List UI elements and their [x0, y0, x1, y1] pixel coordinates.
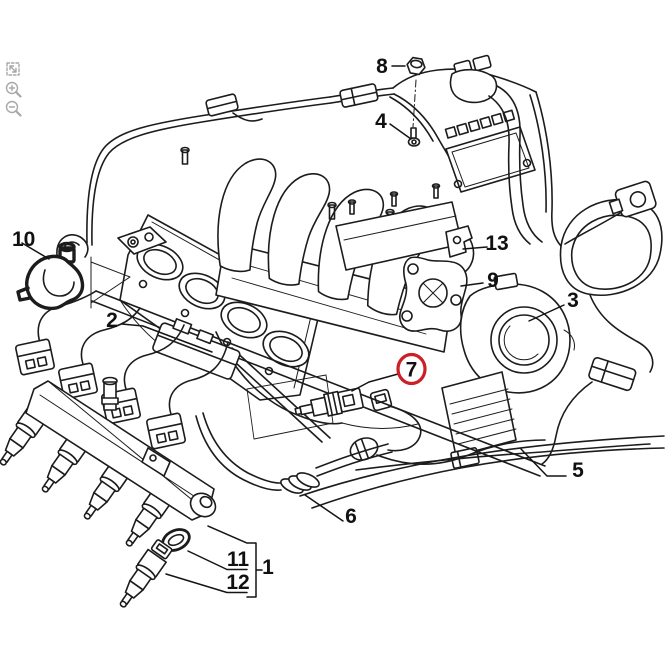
zoom-out-icon[interactable] [5, 100, 22, 117]
svg-text:2[interactable]: 2 [106, 309, 118, 332]
svg-text:9[interactable]: 9 [487, 269, 499, 292]
purge-valve [449, 54, 543, 245]
harness-connector-small [205, 83, 379, 122]
svg-text:5[interactable]: 5 [572, 459, 584, 482]
callout-9[interactable]: 9 [487, 269, 499, 292]
callout-11[interactable]: 11 [227, 548, 250, 571]
viewer-toolbar [5, 62, 22, 117]
map-sensor [16, 241, 85, 311]
intake-flange [119, 214, 321, 401]
callout-4[interactable]: 4 [375, 110, 387, 133]
throttle-gasket [399, 256, 468, 332]
throttle-body [441, 272, 575, 469]
bracket-part [445, 225, 473, 258]
ecu-module [407, 109, 536, 193]
svg-text:6[interactable]: 6 [345, 505, 357, 528]
callout-12[interactable]: 12 [226, 571, 249, 594]
highlight-circle [396, 352, 427, 386]
svg-text:1[interactable]: 1 [262, 556, 274, 579]
engine-harness [299, 91, 665, 509]
injector-harness [14, 290, 546, 477]
spare-injector [112, 537, 175, 614]
callout-8[interactable]: 8 [376, 55, 388, 78]
svg-text:8[interactable]: 8 [376, 55, 388, 78]
svg-text:10[interactable]: 10 [12, 228, 35, 251]
leader-lines [21, 65, 567, 598]
callout-5[interactable]: 5 [572, 459, 584, 482]
svg-text:3[interactable]: 3 [567, 289, 579, 312]
pointer-fork [90, 256, 131, 309]
fit-to-view-icon[interactable] [6, 62, 20, 76]
svg-text:13[interactable]: 13 [485, 232, 508, 255]
svg-text:7[interactable]: 7 [406, 359, 418, 382]
callout-1[interactable]: 1 [262, 556, 274, 579]
svg-text:4[interactable]: 4 [375, 110, 387, 133]
callout-3[interactable]: 3 [567, 289, 579, 312]
svg-text:11[interactable]: 11 [227, 548, 250, 571]
mounting-nut [406, 56, 426, 128]
zoom-in-icon[interactable] [5, 81, 22, 98]
callout-6[interactable]: 6 [345, 505, 357, 528]
fuel-hose [195, 412, 393, 494]
cable-bracket [117, 226, 167, 255]
svg-text:12[interactable]: 12 [226, 571, 249, 594]
callout-2[interactable]: 2 [106, 309, 118, 332]
fuel-rail [0, 376, 217, 553]
callout-7-highlighted[interactable]: 7 [396, 352, 427, 386]
temp-sensor [246, 374, 364, 440]
callout-13[interactable]: 13 [485, 232, 508, 255]
callout-10[interactable]: 10 [12, 228, 35, 251]
